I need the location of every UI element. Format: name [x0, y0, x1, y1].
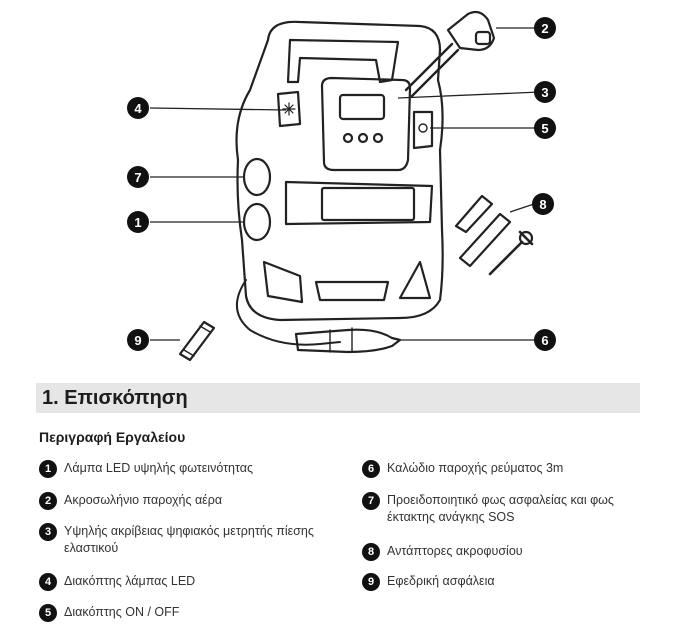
- adapter-3-head: [518, 230, 534, 246]
- legend-item: 4 Διακόπτης λάμπας LED: [39, 573, 339, 591]
- legend-number-badge: 7: [362, 492, 380, 510]
- panel-button-1: [342, 132, 354, 144]
- section-subtitle: Περιγραφή Εργαλείου: [39, 429, 186, 445]
- legend-item: 6 Καλώδιο παροχής ρεύματος 3m: [362, 460, 662, 478]
- led-switch-plate: [276, 90, 302, 128]
- power-icon: [418, 123, 428, 133]
- hose-wrap-inner: [320, 186, 416, 222]
- legend-item: 3 Υψηλής ακρίβειας ψηφιακός μετρητής πίε…: [39, 523, 329, 557]
- legend-number-badge: 8: [362, 543, 380, 561]
- legend-number-badge: 9: [362, 573, 380, 591]
- legend-text: Προειδοποιητικό φως ασφαλείας και φως έκ…: [387, 493, 614, 524]
- callout-8: 8: [532, 193, 554, 215]
- callout-3: 3: [534, 81, 556, 103]
- legend-text: Διακόπτης ON / OFF: [64, 605, 180, 619]
- callout-1: 1: [127, 211, 149, 233]
- legend-text: Διακόπτης λάμπας LED: [64, 574, 196, 588]
- lcd-screen: [338, 93, 386, 121]
- base-right: [398, 260, 432, 300]
- air-hose: [404, 42, 454, 92]
- legend-number-badge: 3: [39, 523, 57, 541]
- legend-number-badge: 1: [39, 460, 57, 478]
- legend-text: Εφεδρική ασφάλεια: [387, 574, 495, 588]
- carry-handle: [286, 38, 400, 84]
- compressor-body: [235, 20, 444, 322]
- led-switch-icon: [282, 102, 296, 116]
- legend-number-badge: 6: [362, 460, 380, 478]
- callout-5: 5: [534, 117, 556, 139]
- nozzle-clip: [474, 30, 492, 46]
- callout-6: 6: [534, 329, 556, 351]
- callout-2: 2: [534, 17, 556, 39]
- spare-fuse: [178, 320, 216, 362]
- air-nozzle: [446, 10, 496, 52]
- lamp-1: [242, 202, 272, 242]
- legend-item: 1 Λάμπα LED υψηλής φωτεινότητας: [39, 460, 339, 478]
- legend-number-badge: 5: [39, 604, 57, 622]
- legend-item: 9 Εφεδρική ασφάλεια: [362, 573, 662, 591]
- legend-item: 7 Προειδοποιητικό φως ασφαλείας και φως …: [362, 492, 647, 526]
- base-centre: [314, 280, 390, 302]
- air-hose-2: [410, 48, 460, 98]
- hose-wrap: [284, 180, 434, 226]
- legend-item: 8 Αντάπτορες ακροφυσίου: [362, 543, 662, 561]
- power-cable: [236, 279, 341, 346]
- panel-button-3: [372, 132, 384, 144]
- callout-7: 7: [127, 166, 149, 188]
- legend-text: Αντάπτορες ακροφυσίου: [387, 544, 523, 558]
- product-diagram: [149, 10, 541, 362]
- cigarette-plug: [294, 328, 402, 354]
- legend-number-badge: 4: [39, 573, 57, 591]
- display-panel: [320, 76, 412, 172]
- legend-text: Ακροσωλήνιο παροχής αέρα: [64, 493, 223, 507]
- legend-number-badge: 2: [39, 492, 57, 510]
- legend-text: Καλώδιο παροχής ρεύματος 3m: [387, 461, 564, 475]
- legend-text: Λάμπα LED υψηλής φωτεινότητας: [64, 461, 254, 475]
- adapter-2: [458, 212, 512, 268]
- lamp-7: [242, 157, 272, 197]
- legend-text: Υψηλής ακρίβειας ψηφιακός μετρητής πίεση…: [64, 524, 314, 555]
- callout-4: 4: [127, 97, 149, 119]
- base-left: [262, 260, 304, 304]
- adapter-1: [454, 194, 494, 234]
- panel-button-2: [357, 132, 369, 144]
- legend-item: 2 Ακροσωλήνιο παροχής αέρα: [39, 492, 339, 510]
- power-switch-plate: [412, 110, 434, 150]
- legend-item: 5 Διακόπτης ON / OFF: [39, 604, 339, 622]
- section-title: 1. Επισκόπηση: [42, 387, 188, 409]
- callout-9: 9: [127, 329, 149, 351]
- section-header-bar: 1. Επισκόπηση: [36, 383, 640, 413]
